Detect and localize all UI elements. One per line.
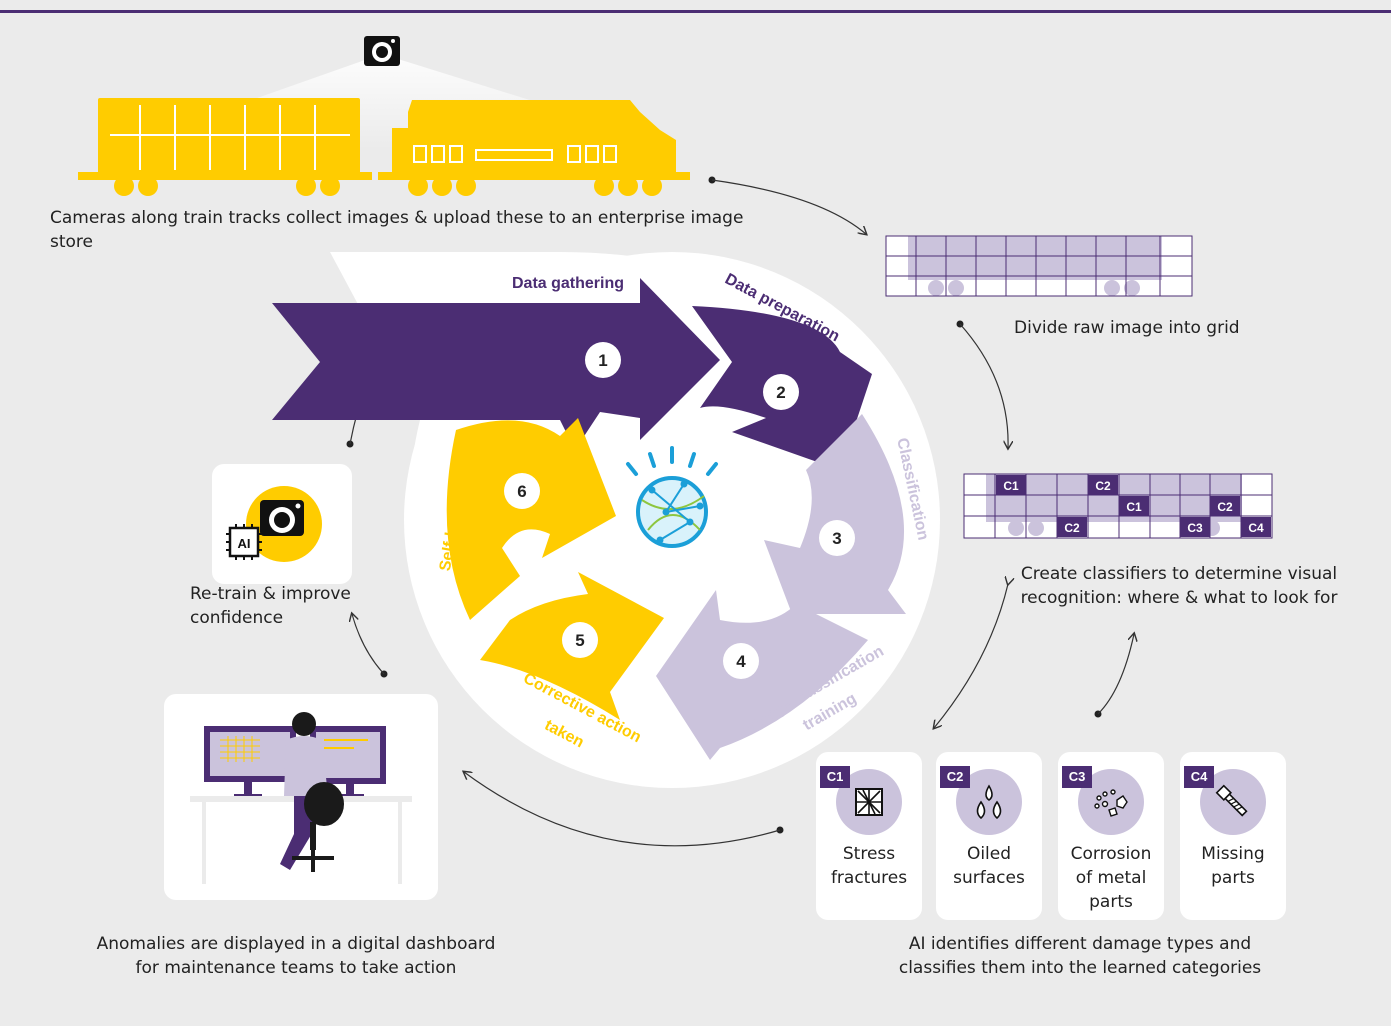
damage-card-label-line1: Stress: [842, 844, 896, 864]
ai-badge: AI: [237, 536, 251, 551]
ai-caption-line1: AI identifies different damage types and: [908, 934, 1252, 954]
grid-tag-box: [996, 475, 1026, 495]
damage-card-label-line2: of metal: [1075, 868, 1147, 888]
damage-code-badge: C2: [940, 766, 970, 788]
grid-caption: Divide raw image into grid: [1014, 318, 1240, 338]
damage-card-icon-area: [1078, 769, 1144, 835]
freight-car-icon: [78, 98, 372, 196]
classifiers-caption-line2: recognition: where & what to look for: [1020, 588, 1338, 608]
grid-tag-label: C4: [1248, 521, 1264, 535]
step-6-arrow: [446, 418, 616, 620]
step-6-number: 6: [517, 482, 526, 501]
grid-tag-label: C1: [1003, 479, 1019, 493]
retrain-card: AI: [212, 464, 352, 584]
cameras-caption: Cameras along train tracks collect image…: [50, 208, 744, 252]
grid-tag-box: [1088, 475, 1118, 495]
step-5-number: 5: [575, 631, 584, 650]
step-number-1: 1: [585, 342, 621, 378]
step-number-2: 2: [763, 374, 799, 410]
grid-tag-box: [1241, 517, 1271, 537]
damage-card-label: Corrosion of metal parts: [1058, 842, 1164, 914]
grid-tag-label: C2: [1064, 521, 1080, 535]
step-number-3: 3: [819, 520, 855, 556]
grid-tag-box: [1057, 517, 1087, 537]
damage-card-label-line3: parts: [1089, 892, 1133, 912]
step-number-6: 6: [504, 473, 540, 509]
step-1-arrow: [272, 278, 720, 450]
grid-tag-label: C2: [1217, 500, 1233, 514]
classifiers-caption: Create classifiers to determine visual r…: [1004, 562, 1354, 610]
damage-card-label-line2: parts: [1211, 868, 1255, 888]
step-4-arrow: [656, 590, 868, 760]
grid-tag-label: C3: [1187, 521, 1203, 535]
connector-arrow: [1097, 634, 1134, 715]
connector-arrow: [959, 323, 1008, 448]
step-4-number: 4: [736, 652, 746, 671]
damage-card-icon-area: [836, 769, 902, 835]
globe-logo-icon: [626, 446, 718, 548]
damage-code-badge: C1: [820, 766, 850, 788]
grid-tag-box: [1180, 517, 1210, 537]
dashboard-illustration: [190, 712, 412, 884]
damage-card-label-line2: fractures: [830, 868, 908, 888]
classifiers-caption-line1: Create classifiers to determine visual: [1020, 564, 1338, 584]
connector-arrow: [352, 614, 385, 675]
grid-tag-label: C1: [1126, 500, 1142, 514]
ai-caption-line2: classifies them into the learned categor…: [898, 958, 1262, 978]
dashboard-caption: Anomalies are displayed in a digital das…: [96, 932, 496, 980]
damage-card-icon-area: [1200, 769, 1266, 835]
damage-card-label: Oiled surfaces: [936, 842, 1042, 890]
raw-grid-image: [885, 235, 1193, 297]
ai-caption: AI identifies different damage types and…: [880, 932, 1280, 980]
grid-tag-box: [1210, 496, 1240, 516]
damage-card-label-line1: Corrosion: [1070, 844, 1152, 864]
damage-card-label-line2: surfaces: [953, 868, 1025, 888]
grid-tag-label: C2: [1095, 479, 1111, 493]
bolt-icon: [1215, 784, 1248, 817]
retrain-caption-line1: Re-train & improve: [190, 584, 351, 604]
corrosion-icon: [1094, 789, 1128, 817]
dashboard-card: [164, 694, 438, 900]
step-1-label: Data gathering: [512, 275, 624, 292]
oil-drops-icon: [976, 784, 1002, 820]
dashboard-caption-line1: Anomalies are displayed in a digital das…: [96, 934, 496, 954]
damage-code-badge: C3: [1062, 766, 1092, 788]
grid-tag-box: [1119, 496, 1149, 516]
step-3-arrow: [764, 414, 906, 614]
camera-icon: [364, 36, 400, 66]
damage-card-label: Stress fractures: [816, 842, 922, 890]
retrain-caption-line2: confidence: [190, 608, 284, 628]
damage-card-label-line1: Missing: [1201, 844, 1265, 864]
damage-code-badge: C4: [1184, 766, 1214, 788]
step-1-number: 1: [598, 351, 607, 370]
connector-arrow: [711, 179, 866, 234]
damage-card-icon-area: [956, 769, 1022, 835]
top-rule: [0, 10, 1391, 13]
step-2-number: 2: [776, 383, 785, 402]
damage-card-label: Missing parts: [1180, 842, 1286, 890]
ai-camera-icon: [226, 486, 322, 562]
step-number-4: 4: [723, 643, 759, 679]
connector-arrow: [934, 584, 1008, 728]
locomotive-icon: [378, 100, 690, 196]
step-number-5: 5: [562, 622, 598, 658]
connector-arrow: [464, 772, 781, 847]
dashboard-caption-line2: for maintenance teams to take action: [135, 958, 457, 978]
damage-card-label-line1: Oiled: [966, 844, 1012, 864]
stress-fracture-icon: [855, 788, 883, 816]
step-3-number: 3: [832, 529, 841, 548]
retrain-caption: Re-train & improve confidence: [190, 582, 390, 630]
